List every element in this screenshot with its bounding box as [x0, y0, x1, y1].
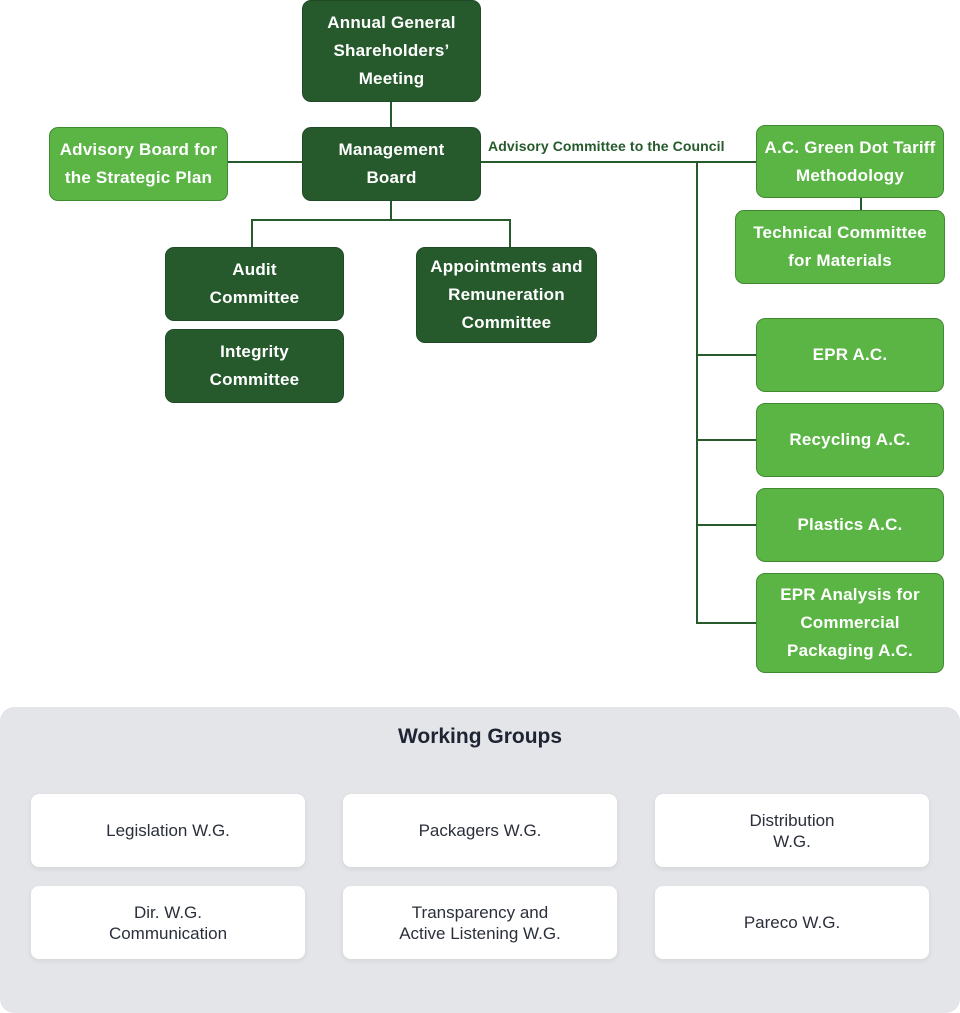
working-groups-title: Working Groups: [397, 725, 563, 748]
appointments-committee-box: Appointments and Remuneration Committee: [416, 247, 597, 343]
working-group-card: Packagers W.G.: [343, 794, 617, 867]
connector-board-down: [390, 200, 392, 221]
connector-green-dot-technical: [860, 197, 862, 211]
working-group-card: Distribution W.G.: [655, 794, 929, 867]
advisory-board-box: Advisory Board for the Strategic Plan: [49, 127, 228, 201]
epr-ac-box: EPR A.C.: [756, 318, 944, 392]
connector-epr-analysis: [696, 622, 757, 624]
connector-audit: [251, 219, 253, 248]
management-board-box: Management Board: [302, 127, 481, 201]
connector-advisory-committee: [480, 161, 757, 163]
connector-committees-bar: [251, 219, 511, 221]
working-groups-section: Working Groups Legislation W.G. Packager…: [0, 707, 960, 1013]
connector-meeting-board: [390, 101, 392, 128]
connector-advisory-board: [227, 161, 303, 163]
audit-committee-box: Audit Committee: [165, 247, 344, 321]
green-dot-ac-box: A.C. Green Dot Tariff Methodology: [756, 125, 944, 198]
connector-ac-trunk: [696, 161, 698, 624]
technical-committee-box: Technical Committee for Materials: [735, 210, 945, 284]
integrity-committee-box: Integrity Committee: [165, 329, 344, 403]
shareholders-meeting-box: Annual General Shareholders’ Meeting: [302, 0, 481, 102]
recycling-ac-box: Recycling A.C.: [756, 403, 944, 477]
working-group-card: Transparency and Active Listening W.G.: [343, 886, 617, 959]
advisory-committee-label: Advisory Committee to the Council: [488, 138, 725, 154]
working-group-card: Dir. W.G. Communication: [31, 886, 305, 959]
plastics-ac-box: Plastics A.C.: [756, 488, 944, 562]
connector-plastics: [696, 524, 757, 526]
connector-epr: [696, 354, 757, 356]
working-group-card: Legislation W.G.: [31, 794, 305, 867]
connector-recycling: [696, 439, 757, 441]
connector-appointments: [509, 219, 511, 248]
working-group-card: Pareco W.G.: [655, 886, 929, 959]
epr-analysis-ac-box: EPR Analysis for Commercial Packaging A.…: [756, 573, 944, 673]
